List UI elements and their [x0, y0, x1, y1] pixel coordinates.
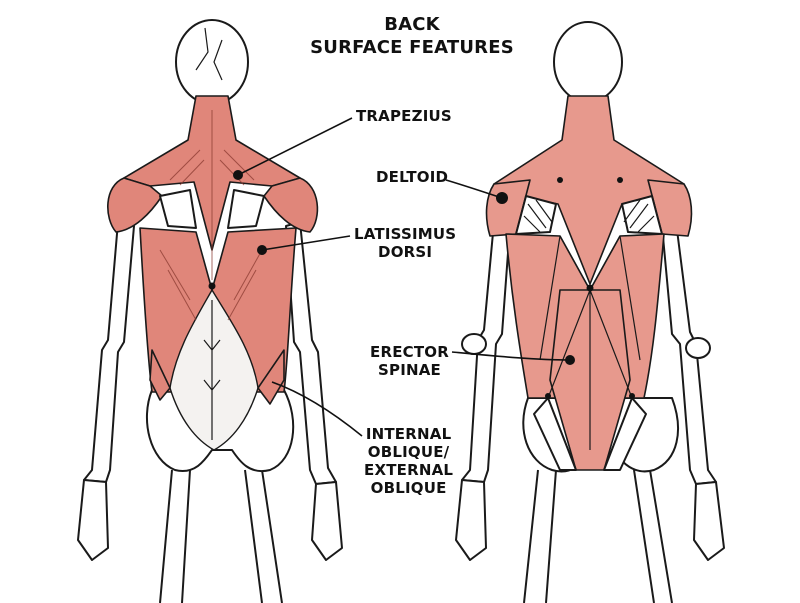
left-figure-skull [175, 19, 249, 105]
left-figure-thoracolumbar-fascia [169, 288, 259, 451]
latissimus-line-1: LATISSIMUS [354, 225, 457, 243]
title-line-2: SURFACE FEATURES [310, 37, 514, 58]
oblique-line-3: EXTERNAL [364, 461, 454, 479]
left-figure-left-oblique [257, 349, 285, 405]
left-figure-right-hand [77, 479, 109, 561]
latissimus-dorsi-label: LATISSIMUS DORSI [354, 225, 456, 261]
left-figure-right-arm [83, 221, 135, 483]
right-figure-iliac-left [629, 393, 635, 399]
deltoid-label: DELTOID [376, 168, 449, 186]
erector-leader [451, 351, 571, 361]
oblique-line-1: INTERNAL [365, 425, 452, 443]
oblique-line-2: OBLIQUE/ [367, 443, 450, 461]
left-figure-left-scapula [227, 189, 265, 229]
trapezius-label: TRAPEZIUS [356, 107, 452, 125]
erector-line-2: SPINAE [378, 361, 441, 379]
erector-line-1: ERECTOR [370, 343, 449, 361]
right-figure-trapezius [493, 95, 685, 285]
right-figure [455, 21, 725, 603]
right-figure-scapula-hatching [523, 199, 655, 233]
right-figure-acromion-left [617, 177, 623, 183]
right-figure-right-elbow [461, 333, 487, 355]
right-figure-t12-marker [586, 284, 594, 292]
left-figure-spine [203, 300, 221, 440]
right-figure-right-iliac-gap [533, 397, 577, 471]
oblique-line-4: OBLIQUE [370, 479, 447, 497]
left-figure-skull-sutures [195, 27, 223, 81]
oblique-label: INTERNAL OBLIQUE/ EXTERNAL OBLIQUE [364, 425, 453, 497]
left-figure-legs [159, 469, 283, 603]
right-figure-right-hand [455, 479, 487, 561]
right-figure-skull [553, 21, 623, 103]
left-figure-right-deltoid [107, 177, 163, 233]
diagram-title: BACK SURFACE FEATURES [292, 13, 532, 59]
right-figure-left-hand [693, 481, 725, 561]
left-figure-right-scapula [159, 189, 197, 229]
left-figure-right-oblique [149, 349, 171, 401]
oblique-leader [271, 381, 363, 437]
latissimus-line-2: DORSI [378, 243, 433, 261]
right-figure-left-iliac-gap [603, 397, 647, 471]
right-figure-left-deltoid [647, 179, 693, 237]
right-figure-legs [523, 469, 673, 603]
left-figure [77, 19, 343, 603]
right-figure-iliac-right [545, 393, 551, 399]
deltoid-leader [445, 179, 503, 199]
left-figure-left-hand [311, 481, 343, 561]
right-figure-left-elbow [685, 337, 711, 359]
left-figure-left-deltoid [263, 177, 319, 233]
left-figure-muscle-fibers [159, 110, 263, 321]
right-figure-acromion-right [557, 177, 563, 183]
leader-lines [237, 117, 571, 437]
left-figure-t12-marker [208, 282, 216, 290]
title-line-1: BACK [384, 14, 440, 35]
erector-spinae-label: ERECTOR SPINAE [370, 343, 449, 379]
trapezius-leader [237, 117, 353, 176]
latissimus-leader [261, 235, 351, 251]
